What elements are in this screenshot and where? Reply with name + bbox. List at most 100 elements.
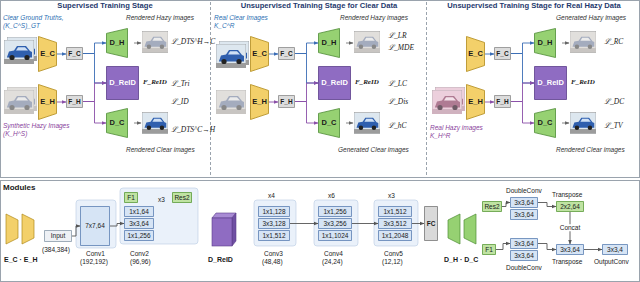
node-label: 1x1,512 bbox=[262, 232, 285, 239]
node-label: F_H bbox=[280, 98, 292, 105]
connector-label: Concat bbox=[559, 224, 582, 231]
loss-term: ℒ_Tri bbox=[171, 80, 190, 89]
encoder-block: E_H bbox=[466, 84, 485, 120]
layer-annotation: DoubleConv bbox=[506, 187, 542, 194]
encoder-block: E_C bbox=[38, 36, 57, 72]
image-caption: (K_H^S) bbox=[3, 130, 27, 137]
conv-layer-box: 3x3,512 bbox=[378, 218, 412, 229]
module-name: D_ReID bbox=[208, 256, 233, 264]
conv-layer-box: 1x1,1024 bbox=[318, 230, 352, 241]
conv-layer-box-outline bbox=[511, 251, 538, 261]
connector-arrow bbox=[502, 203, 510, 207]
loss-term: ℒ_hC bbox=[388, 122, 407, 131]
conv-layer-box-outline bbox=[511, 239, 538, 249]
conv-layer-box-outline bbox=[511, 198, 538, 208]
conv-layer-box-outline bbox=[379, 207, 412, 217]
connector-arrow bbox=[110, 224, 124, 227]
stages-frame bbox=[1, 1, 640, 178]
feature-map: F_C bbox=[278, 47, 295, 60]
loss-term: ℒ_Dis bbox=[388, 98, 408, 107]
node-label: 1x1,128 bbox=[262, 208, 285, 215]
connector-arrow bbox=[295, 43, 318, 54]
output-arrow bbox=[562, 123, 569, 124]
conv-layer-box-outline bbox=[319, 219, 352, 229]
layer-annotation: x4 bbox=[268, 192, 275, 199]
feature-tap-box-outline bbox=[483, 202, 502, 212]
connector-arrow bbox=[83, 102, 106, 124]
conv-layer-box: 1x1,512 bbox=[258, 230, 290, 241]
stage-background bbox=[314, 200, 358, 246]
conv-layer-box-outline bbox=[379, 231, 412, 241]
stage-title: Unsupervised Training Stage for Real Haz… bbox=[428, 2, 640, 11]
layer-annotation: Conv5 bbox=[384, 250, 403, 257]
stage-background bbox=[374, 200, 418, 246]
feature-map-outline bbox=[67, 48, 83, 60]
layer-annotation: Conv1 bbox=[86, 250, 105, 257]
image-caption: Clear Ground Truths, bbox=[3, 14, 64, 21]
feature-map-outline bbox=[495, 48, 511, 60]
connector-arrow bbox=[83, 43, 106, 54]
conv-layer-box: 1x1,512 bbox=[378, 206, 412, 217]
decoder-block-outline bbox=[535, 29, 556, 58]
node-label: F_H bbox=[496, 98, 508, 105]
image-caption: Rendered Clear images bbox=[126, 146, 195, 153]
decoder-block-outline bbox=[319, 29, 340, 58]
encoder-block: E_C bbox=[250, 36, 269, 72]
conv-layer-box-outline bbox=[259, 219, 290, 229]
section-title: Modules bbox=[3, 183, 35, 192]
layer-annotation: (48,48) bbox=[262, 258, 283, 265]
conv-layer-box: 3x3,64 bbox=[124, 218, 154, 229]
panel-divider bbox=[210, 2, 211, 176]
feature-map: F_H bbox=[278, 95, 295, 108]
image-thumbnail bbox=[142, 32, 168, 53]
connector-arrow bbox=[511, 43, 534, 54]
feature-tap-box-outline bbox=[125, 193, 138, 203]
node-label: E_H bbox=[40, 98, 55, 106]
node-label: D_C bbox=[321, 119, 336, 127]
node-label: D_H bbox=[109, 39, 124, 47]
feature-name: F_ReID bbox=[355, 78, 379, 86]
connector-arrow bbox=[269, 102, 278, 103]
loss-term: ℒ_RC bbox=[604, 38, 623, 47]
node-label: F_C bbox=[68, 50, 80, 57]
connector-arrow bbox=[584, 249, 602, 250]
image-caption: Rendered Clear images bbox=[556, 146, 625, 153]
conv-layer-box: 3x3,64 bbox=[510, 238, 538, 249]
supervised-panel-images bbox=[4, 32, 168, 134]
conv-layer-box: 1x1,256 bbox=[318, 206, 352, 217]
image-caption: Rendered Hazy images bbox=[340, 14, 408, 21]
node-label: 2x2,64 bbox=[560, 203, 580, 210]
conv-layer-box: 1x1,128 bbox=[258, 206, 290, 217]
feature-tap-box: Res2 bbox=[482, 201, 502, 212]
connector-arrow bbox=[352, 223, 378, 224]
node-label: F1 bbox=[485, 246, 493, 253]
layer-annotation: Conv4 bbox=[324, 250, 343, 257]
conv-layer-box-outline bbox=[379, 219, 412, 229]
node-label: F_C bbox=[496, 50, 508, 57]
feature-map: F_H bbox=[494, 95, 511, 108]
layer-annotation: Conv2 bbox=[130, 250, 149, 257]
encoder-block-outline bbox=[39, 37, 57, 72]
reid-block: D_ReID bbox=[318, 66, 351, 100]
node-label: D_H bbox=[321, 39, 336, 47]
connector-arrow bbox=[412, 223, 424, 224]
layer-annotation: x3 bbox=[158, 196, 165, 203]
connector-arrow bbox=[57, 102, 66, 103]
decoder-block: D_H bbox=[318, 28, 340, 58]
layer-annotation: OutputConv bbox=[594, 258, 629, 265]
node-label: D_C bbox=[537, 119, 552, 127]
image-caption: Real Clear Images bbox=[214, 14, 268, 21]
node-label: E_H bbox=[252, 98, 267, 106]
feature-tap-box-outline bbox=[173, 193, 192, 203]
layer-annotation: (12,12) bbox=[382, 258, 403, 265]
feature-tap-box: F1 bbox=[482, 244, 496, 255]
node-label: 3x3,64 bbox=[514, 211, 534, 218]
connector-arrow bbox=[496, 244, 510, 250]
node-label: 1x1,2048 bbox=[382, 232, 409, 239]
feature-map-outline bbox=[279, 96, 295, 108]
node-label: F_C bbox=[280, 50, 292, 57]
conv-layer-box-outline bbox=[125, 207, 154, 217]
image-caption: K_C^R bbox=[214, 22, 234, 29]
image-thumbnail bbox=[216, 44, 246, 68]
stage-background bbox=[254, 200, 296, 246]
